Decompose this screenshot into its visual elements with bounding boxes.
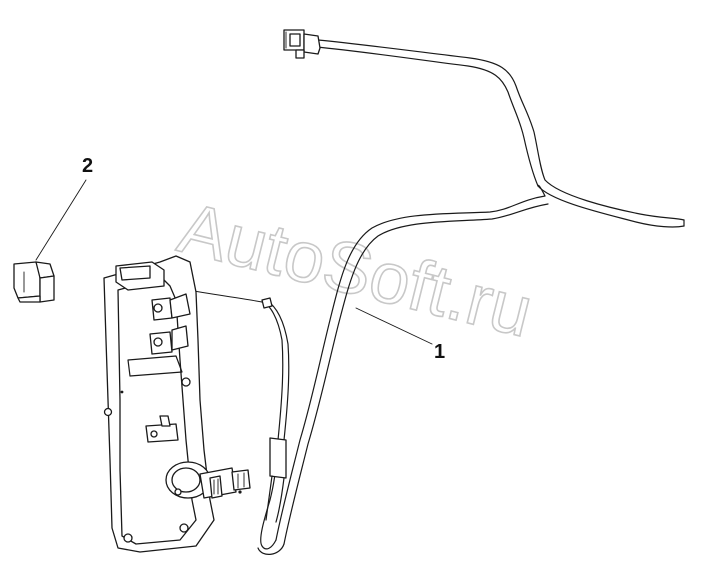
leader-line-1 xyxy=(355,307,433,345)
leader-line-2 xyxy=(35,179,87,261)
callout-1: 1 xyxy=(434,341,445,363)
harness-connector xyxy=(283,29,321,59)
wiring-harness xyxy=(257,39,685,555)
sensor-lead xyxy=(187,289,290,523)
callout-2: 2 xyxy=(82,155,93,177)
small-clip-part xyxy=(13,261,55,303)
control-bracket xyxy=(103,255,251,553)
